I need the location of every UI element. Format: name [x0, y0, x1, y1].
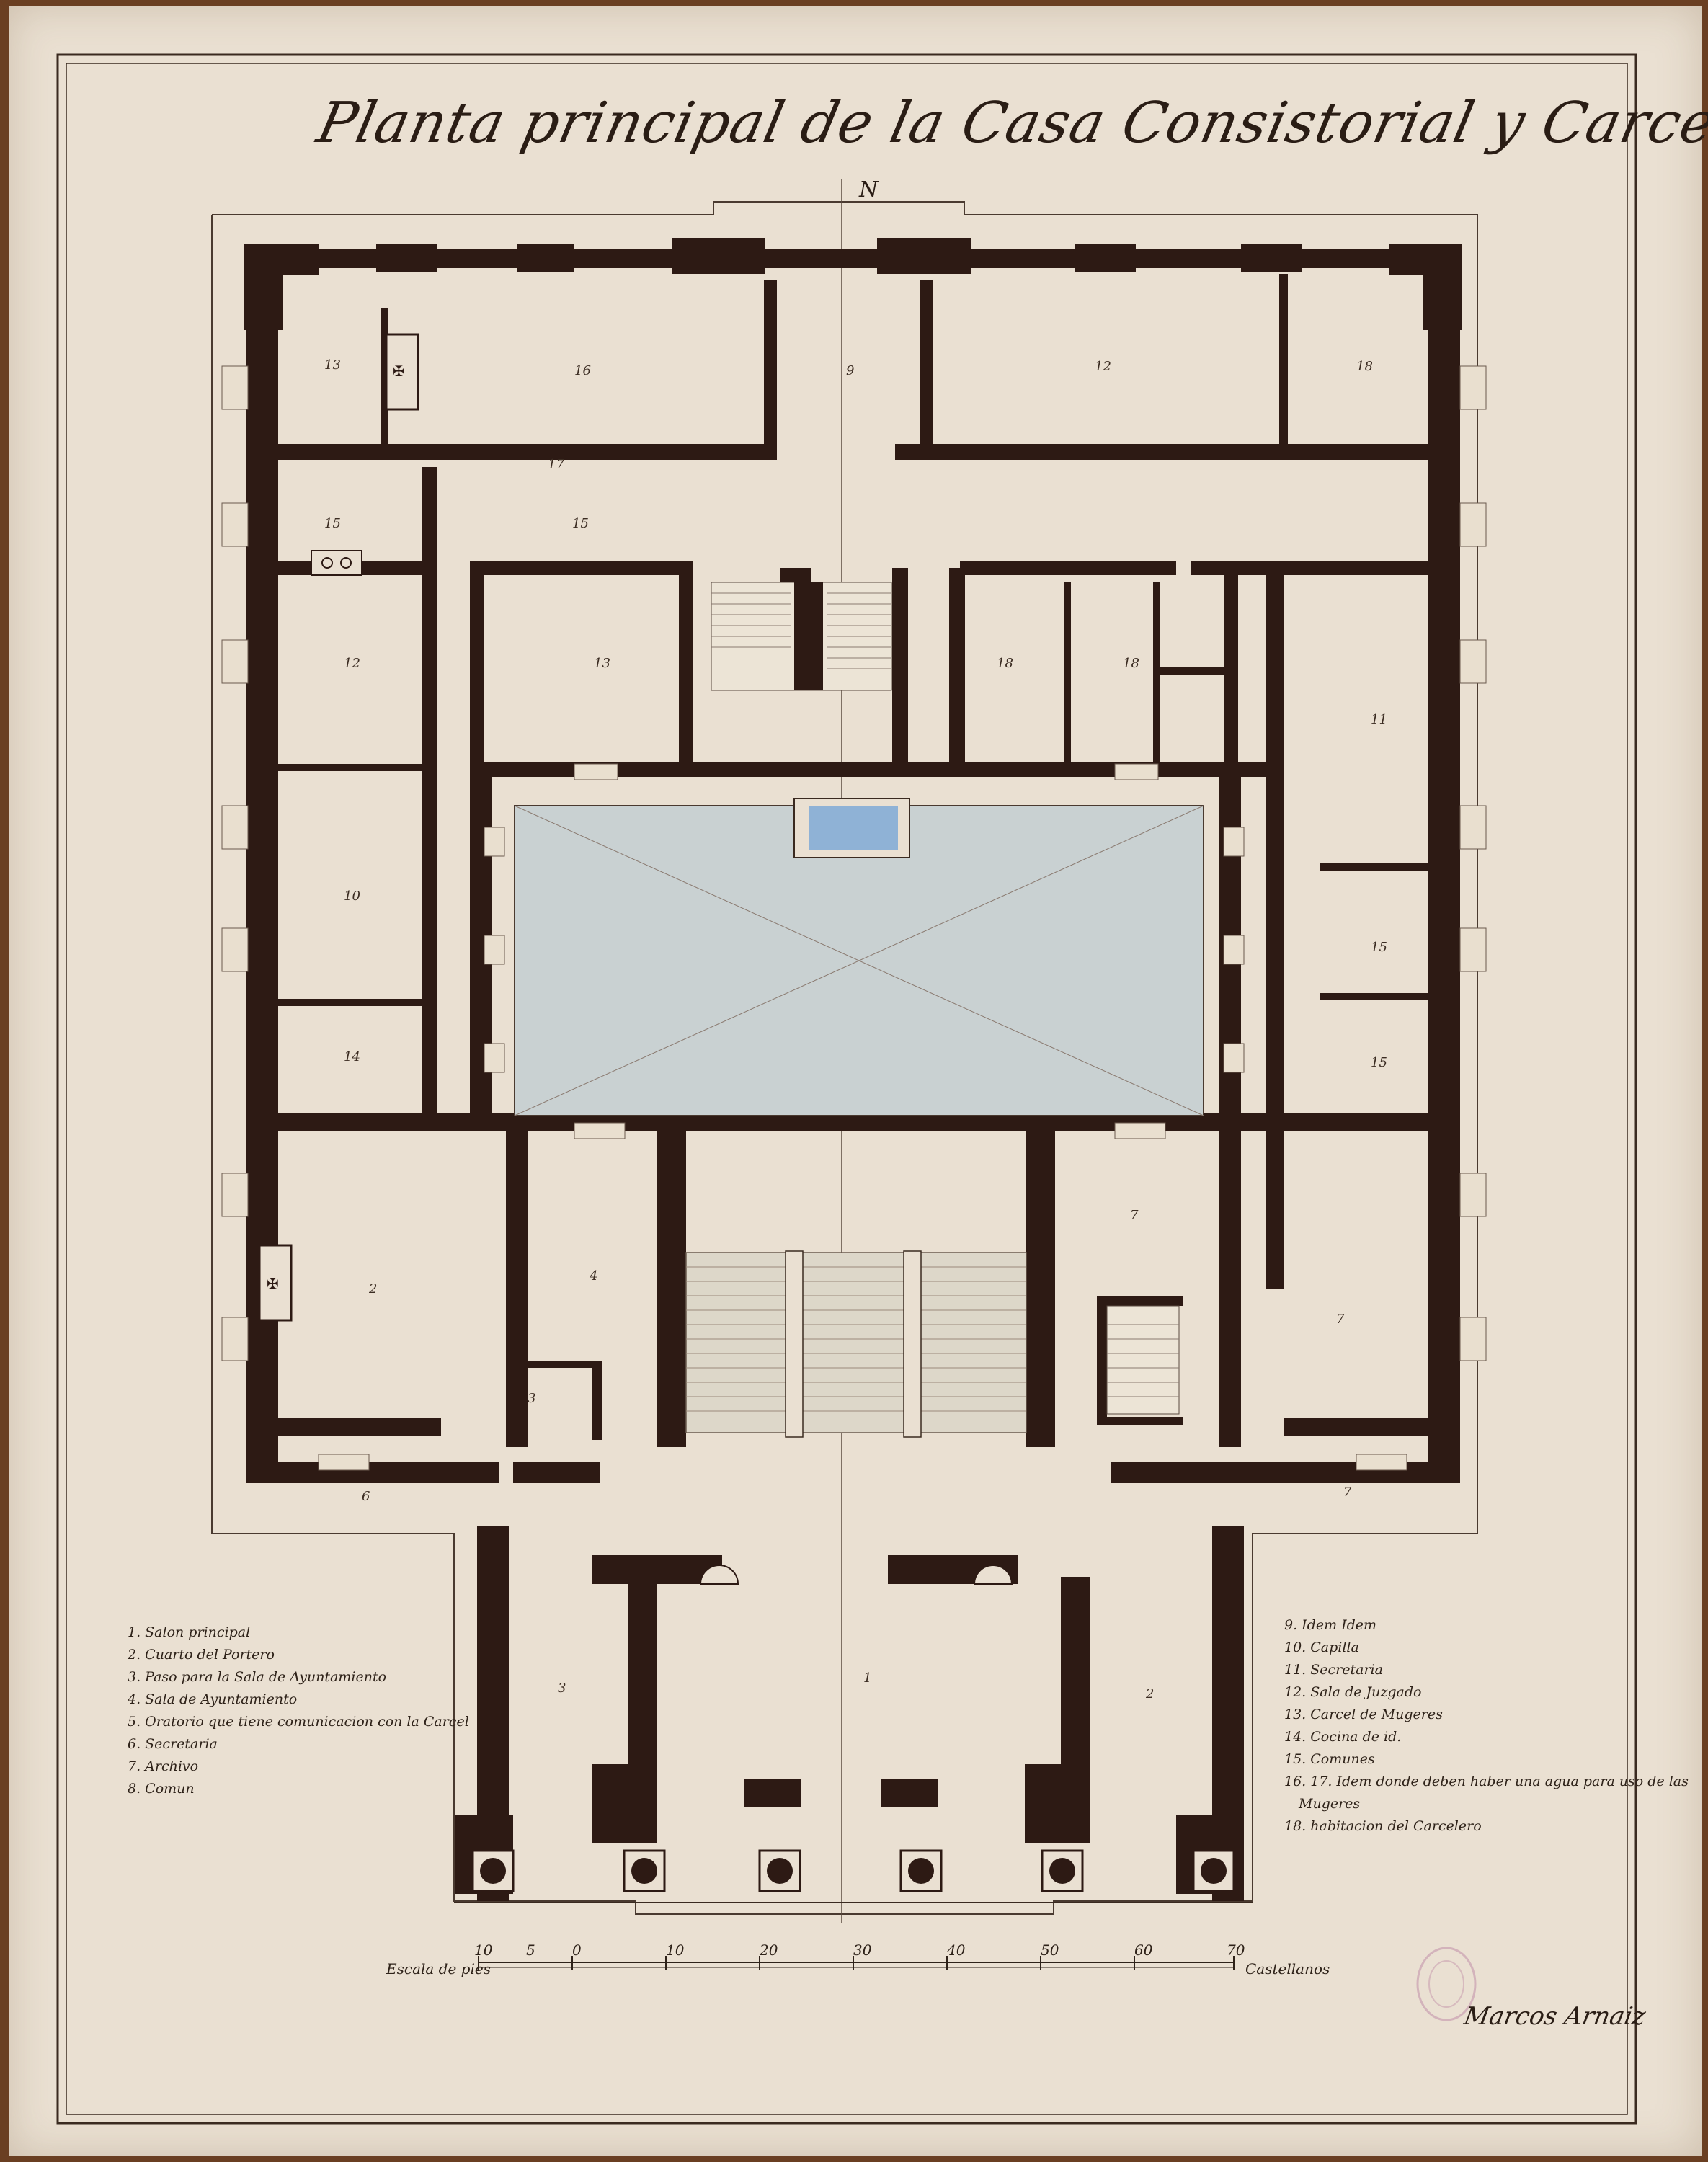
architect-signature: Marcos Arnaiz [1462, 2002, 1648, 2031]
legend-item: 1. Salon principal [128, 1624, 251, 1640]
legend-item: 4. Sala de Ayuntamiento [128, 1691, 298, 1707]
north-stair-treads [711, 592, 891, 669]
drawing-sheet: ✠ ✠ [9, 6, 1708, 2156]
legend-item: 13. Carcel de Mugeres [1284, 1707, 1443, 1722]
legend-item: 7. Archivo [128, 1758, 199, 1774]
room-number: 12 [1095, 359, 1111, 374]
room-number: 18 [997, 656, 1013, 671]
stove-ring-1 [321, 557, 333, 569]
scale-unit: Castellanos [1245, 1960, 1330, 1978]
room-number: 10 [344, 889, 360, 904]
room-number: 14 [344, 1049, 360, 1064]
courtyard-diagonal-b [514, 805, 1204, 1116]
room-number: 7 [1130, 1208, 1139, 1223]
service-stair [1106, 1305, 1180, 1415]
room-number: 15 [572, 516, 589, 531]
altar-north [385, 333, 419, 411]
room-number: 16 [574, 363, 591, 378]
room-number: 13 [594, 656, 610, 671]
legend-right: 9. Idem Idem 10. Capilla 11. Secretaria … [1284, 1614, 1689, 1838]
legend-item: 14. Cocina de id. [1284, 1729, 1402, 1745]
room-number: 18 [1356, 359, 1373, 374]
room-number: 2 [369, 1281, 378, 1296]
openings [221, 365, 1487, 1471]
scale-tick-label: 30 [853, 1941, 872, 1959]
scale-tick-label: 60 [1134, 1941, 1153, 1959]
library-stamp [1416, 1947, 1477, 2021]
legend-item: 8. Comun [128, 1781, 195, 1797]
room-number: 4 [590, 1268, 598, 1284]
legend-item: 18. habitacion del Carcelero [1284, 1818, 1482, 1834]
room-number: 15 [324, 516, 341, 531]
scale-tick-label: 0 [572, 1941, 582, 1959]
scale-tick-label: 20 [760, 1941, 778, 1959]
legend-item: 2. Cuarto del Portero [128, 1647, 275, 1663]
room-number: 7 [1336, 1312, 1345, 1327]
room-number: 7 [1343, 1485, 1352, 1500]
legend-item: 3. Paso para la Sala de Ayuntamiento [128, 1669, 387, 1685]
legend-item: 12. Sala de Juzgado [1284, 1684, 1422, 1700]
legend-item: 16. 17. Idem donde deben haber una agua … [1284, 1774, 1689, 1789]
scale-tick-label: 10 [666, 1941, 685, 1959]
floor-plan: ✠ ✠ [56, 53, 1637, 2125]
outer-frame [56, 53, 1637, 2125]
stair-newel-left [785, 1250, 804, 1438]
room-number: 2 [1146, 1686, 1155, 1701]
portico-columns [471, 1849, 1235, 1892]
scale-tick-label: 40 [947, 1941, 966, 1959]
room-number: 15 [1371, 940, 1387, 955]
legend-item: 10. Capilla [1284, 1640, 1359, 1655]
service-stair-treads [1107, 1324, 1179, 1397]
legend-item: 11. Secretaria [1284, 1662, 1383, 1678]
room-number: 3 [528, 1391, 536, 1406]
site-outline [211, 201, 1478, 1915]
altar-west-cross: ✠ [267, 1275, 279, 1292]
room-number: 9 [846, 363, 855, 378]
room-number: 13 [324, 357, 341, 373]
north-mark: N [859, 177, 879, 203]
arch-east [973, 1565, 1013, 1585]
altar-west [258, 1244, 293, 1322]
scale-tick-label: 10 [474, 1941, 493, 1959]
room-number: 17 [548, 457, 564, 472]
scale-title: Escala de pies [386, 1960, 491, 1978]
room-number: 1 [863, 1671, 872, 1686]
legend-item: 6. Secretaria [128, 1736, 218, 1752]
grand-staircase [685, 1252, 1027, 1433]
room-number: 12 [344, 656, 360, 671]
scale-bar [478, 1956, 1235, 1970]
room-number: 3 [558, 1681, 566, 1696]
legend-item: 15. Comunes [1284, 1751, 1375, 1767]
scale-tick-label: 5 [526, 1941, 535, 1959]
plan-title: Planta principal de la Casa Consistorial… [311, 91, 1708, 156]
grand-stair-treads [686, 1266, 1026, 1412]
stair-newel-right [903, 1250, 922, 1438]
scale-tick-label: 70 [1227, 1941, 1245, 1959]
inner-frame [66, 63, 1628, 2115]
altar-north-cross: ✠ [393, 362, 405, 380]
room-number: 11 [1371, 712, 1387, 727]
scale-tick-label: 50 [1041, 1941, 1059, 1959]
stove-ring-2 [340, 557, 352, 569]
arch-west [699, 1565, 739, 1585]
room-number: 18 [1123, 656, 1139, 671]
room-number: 15 [1371, 1055, 1387, 1070]
legend-item: 9. Idem Idem [1284, 1617, 1377, 1633]
fountain-water [809, 806, 898, 850]
legend-item: Mugeres [1299, 1796, 1361, 1812]
kitchen-hearth [311, 550, 362, 576]
legend-left: 1. Salon principal 2. Cuarto del Portero… [128, 1622, 469, 1800]
legend-item: 5. Oratorio que tiene comunicacion con l… [128, 1714, 469, 1730]
room-number: 6 [362, 1489, 370, 1504]
